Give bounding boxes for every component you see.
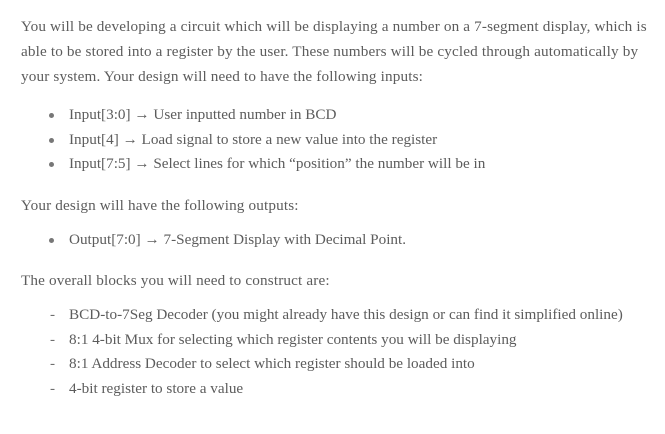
bullet-disc-icon <box>49 113 54 118</box>
list-item: - 4-bit register to store a value <box>21 377 651 402</box>
list-item: Output[7:0] → 7-Segment Display with Dec… <box>21 228 651 253</box>
blocks-heading: The overall blocks you will need to cons… <box>21 272 330 289</box>
blocks-list: - BCD-to-7Seg Decoder (you might already… <box>21 303 651 401</box>
list-item: Input[7:5] → Select lines for which “pos… <box>21 152 651 177</box>
spacer <box>21 89 651 103</box>
bullet-disc-icon <box>49 162 54 167</box>
bullet-disc-icon <box>49 137 54 143</box>
bullet-disc-icon <box>49 237 54 243</box>
spacer <box>21 252 651 268</box>
outputs-heading: Your design will have the following outp… <box>21 196 299 214</box>
list-item-label: 8:1 Address Decoder to select which regi… <box>69 355 475 372</box>
spacer <box>21 218 651 228</box>
list-item-label: BCD-to-7Seg Decoder (you might already h… <box>69 306 623 323</box>
list-item-label: Input[3:0] → User inputted number in BCD <box>69 106 337 123</box>
list-item: - 8:1 Address Decoder to select which re… <box>21 352 651 377</box>
list-item: - BCD-to-7Seg Decoder (you might already… <box>21 303 651 328</box>
dash-marker-icon: - <box>50 306 56 323</box>
dash-marker-icon: - <box>50 330 56 348</box>
inputs-list: Input[3:0] → User inputted number in BCD… <box>21 103 651 177</box>
list-item-label: Input[4] → Load signal to store a new va… <box>69 130 438 148</box>
list-item: Input[3:0] → User inputted number in BCD <box>21 103 651 128</box>
dash-marker-icon: - <box>50 379 56 397</box>
list-item: - 8:1 4-bit Mux for selecting which regi… <box>21 328 651 353</box>
spacer <box>21 293 651 303</box>
list-item-label: Input[7:5] → Select lines for which “pos… <box>69 155 486 172</box>
dash-marker-icon: - <box>50 355 56 372</box>
list-item-label: 4-bit register to store a value <box>69 379 244 397</box>
intro-paragraph: You will be developing a circuit which w… <box>21 18 647 85</box>
spacer <box>21 177 651 193</box>
list-item: Input[4] → Load signal to store a new va… <box>21 128 651 153</box>
outputs-list: Output[7:0] → 7-Segment Display with Dec… <box>21 228 651 253</box>
list-item-label: 8:1 4-bit Mux for selecting which regist… <box>69 330 517 348</box>
list-item-label: Output[7:0] → 7-Segment Display with Dec… <box>69 230 407 248</box>
